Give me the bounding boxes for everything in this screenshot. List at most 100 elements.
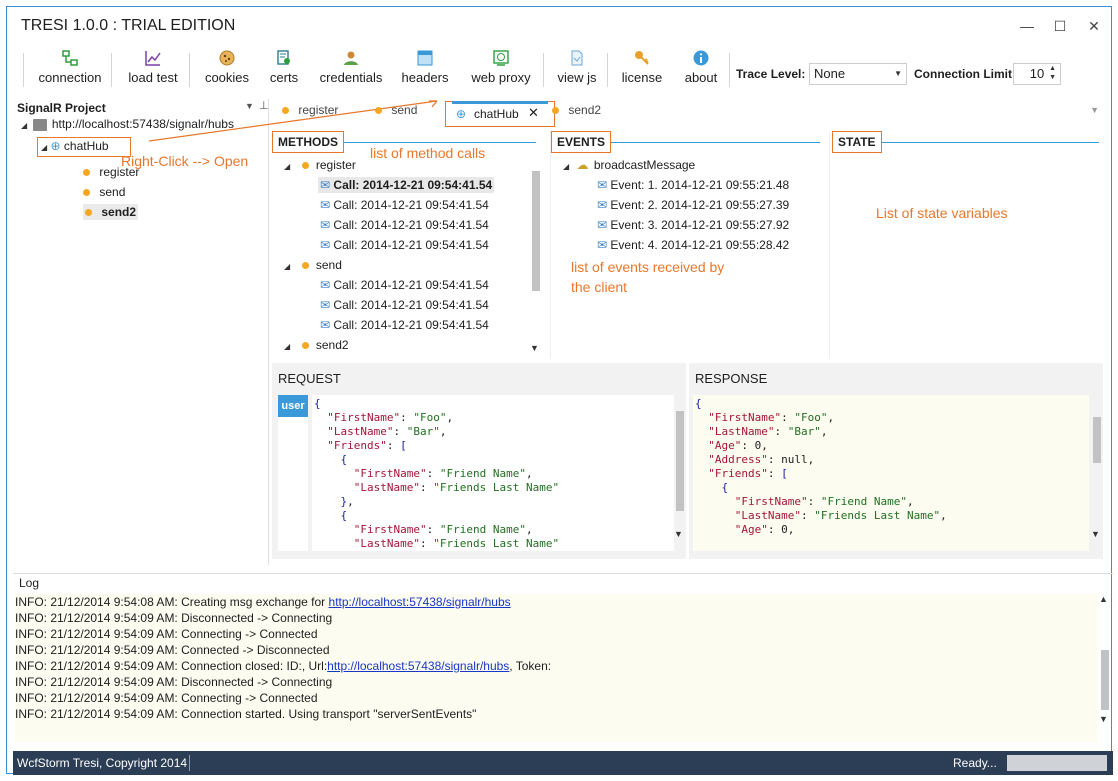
log-link[interactable]: http://localhost:57438/signalr/hubs [327, 659, 510, 673]
pane-menu-icon[interactable]: ▼ [245, 101, 254, 111]
event-group[interactable]: ◢ ☁ broadcastMessage [563, 158, 695, 172]
license-button[interactable]: license [617, 49, 667, 91]
method-call-label: Call: 2014-12-21 09:54:41.54 [333, 178, 493, 192]
expand-icon[interactable]: ◢ [284, 162, 291, 171]
tab-send[interactable]: send [375, 103, 417, 117]
certs-button[interactable]: certs [263, 49, 305, 91]
tab-send2[interactable]: send2 [552, 103, 601, 117]
expand-icon[interactable]: ◢ [563, 162, 570, 171]
method-call-label: Call: 2014-12-21 09:54:41.54 [333, 318, 489, 332]
hub-globe-icon: ⊕ [456, 107, 467, 121]
event-row[interactable]: ✉ Event: 4. 2014-12-21 09:55:28.42 [597, 238, 789, 252]
tree-item-server[interactable]: ◢ http://localhost:57438/signalr/hubs [21, 117, 234, 131]
method-call-row[interactable]: ✉ Call: 2014-12-21 09:54:41.54 [320, 218, 489, 232]
scroll-thumb[interactable] [676, 411, 684, 511]
method-call-row[interactable]: ✉ Call: 2014-12-21 09:54:41.54 [320, 238, 489, 252]
method-call-row[interactable]: ✉ Call: 2014-12-21 09:54:41.54 [320, 298, 489, 312]
scroll-thumb[interactable] [1101, 650, 1109, 710]
envelope-icon: ✉ [320, 318, 331, 332]
hub-label: chatHub [63, 139, 109, 153]
web-proxy-button[interactable]: web proxy [465, 49, 537, 91]
credentials-label: credentials [319, 70, 383, 85]
scroll-down-icon[interactable]: ▼ [1099, 714, 1108, 724]
tab-overflow-icon[interactable]: ▼ [1090, 105, 1099, 115]
maximize-button[interactable]: ☐ [1053, 18, 1067, 34]
about-label: about [684, 70, 718, 85]
tab-chathub[interactable]: ⊕ chatHub ✕ [445, 101, 555, 127]
trace-level-select[interactable]: None ▼ [809, 63, 907, 85]
methods-scrollbar[interactable]: ▼ [530, 161, 542, 357]
trace-level-label: Trace Level: [736, 67, 806, 81]
expand-icon[interactable]: ◢ [21, 121, 28, 130]
method-group-register[interactable]: ◢ register [284, 158, 356, 172]
request-editor[interactable]: { "FirstName": "Foo", "LastName": "Bar",… [312, 395, 674, 551]
tree-item-method[interactable]: send [83, 185, 125, 199]
minimize-button[interactable]: — [1020, 18, 1034, 34]
tree-item-method[interactable]: register [83, 165, 139, 179]
toolbar-separator [111, 53, 112, 87]
scroll-down-icon[interactable]: ▼ [1091, 529, 1100, 539]
connection-limit-stepper[interactable]: 10 ▲▼ [1013, 63, 1061, 85]
event-row[interactable]: ✉ Event: 2. 2014-12-21 09:55:27.39 [597, 198, 789, 212]
toolbar-separator [189, 53, 190, 87]
method-call-row[interactable]: ✉ Call: 2014-12-21 09:54:41.54 [320, 198, 489, 212]
methods-rule [282, 142, 536, 143]
expand-icon[interactable]: ◢ [41, 143, 48, 152]
scroll-thumb[interactable] [532, 171, 540, 291]
globe-icon [493, 50, 509, 66]
method-label: register [99, 165, 140, 179]
load-test-button[interactable]: load test [123, 49, 183, 91]
log-link[interactable]: http://localhost:57438/signalr/hubs [328, 595, 511, 609]
tab-close-icon[interactable]: ✕ [528, 105, 539, 120]
request-scrollbar[interactable]: ▼ [674, 403, 686, 543]
scroll-up-icon[interactable]: ▲ [1099, 594, 1108, 604]
event-row[interactable]: ✉ Event: 3. 2014-12-21 09:55:27.92 [597, 218, 789, 232]
method-call-label: Call: 2014-12-21 09:54:41.54 [333, 278, 489, 292]
response-json[interactable]: { "FirstName": "Foo", "LastName": "Bar",… [695, 397, 947, 536]
envelope-icon: ✉ [320, 218, 331, 232]
method-label: send2 [101, 205, 137, 219]
log-output[interactable]: INFO: 21/12/2014 9:54:08 AM: Creating ms… [15, 594, 1097, 742]
log-line: INFO: 21/12/2014 9:54:08 AM: Creating ms… [15, 595, 511, 609]
method-call-row[interactable]: ✉ Call: 2014-12-21 09:54:41.54 [318, 177, 495, 193]
expand-icon[interactable]: ◢ [284, 342, 291, 351]
response-scrollbar[interactable]: ▼ [1091, 403, 1103, 543]
credentials-button[interactable]: credentials [313, 49, 389, 91]
close-button[interactable]: ✕ [1088, 18, 1100, 34]
user-icon [344, 51, 358, 65]
methods-header: METHODS [272, 131, 344, 153]
event-row[interactable]: ✉ Event: 1. 2014-12-21 09:55:21.48 [597, 178, 789, 192]
tab-register[interactable]: register [282, 103, 338, 117]
server-url: http://localhost:57438/signalr/hubs [51, 117, 234, 131]
method-group-send[interactable]: ◢ send [284, 258, 342, 272]
scroll-down-icon[interactable]: ▼ [674, 529, 683, 539]
scroll-down-icon[interactable]: ▼ [530, 343, 539, 353]
stepper-arrows-icon[interactable]: ▲▼ [1049, 65, 1056, 81]
view-js-button[interactable]: view js [553, 49, 601, 91]
method-group-send2[interactable]: ◢ send2 [284, 338, 349, 352]
headers-button[interactable]: headers [397, 49, 453, 91]
method-group-label: send2 [315, 338, 349, 352]
tree-item-method-selected[interactable]: send2 [83, 204, 139, 220]
methods-panel: METHODS list of method calls ◢ register … [272, 131, 546, 359]
title-bar: TRESI 1.0.0 : TRIAL EDITION — ☐ ✕ [7, 7, 1111, 45]
response-editor[interactable]: { "FirstName": "Foo", "LastName": "Bar",… [693, 395, 1089, 551]
scroll-thumb[interactable] [1093, 417, 1101, 463]
toolbar: connection load test cookies certs crede… [7, 45, 1111, 93]
request-json[interactable]: { "FirstName": "Foo", "LastName": "Bar",… [314, 397, 560, 550]
method-call-label: Call: 2014-12-21 09:54:41.54 [333, 238, 489, 252]
log-scrollbar[interactable]: ▲ ▼ [1099, 594, 1111, 724]
expand-icon[interactable]: ◢ [284, 262, 291, 271]
tree-item-hub[interactable]: ◢ ⊕ chatHub [37, 137, 131, 157]
method-call-row[interactable]: ✉ Call: 2014-12-21 09:54:41.54 [320, 318, 489, 332]
envelope-icon: ✉ [320, 278, 331, 292]
log-line: INFO: 21/12/2014 9:54:09 AM: Connecting … [15, 691, 318, 705]
event-group-icon: ☁ [576, 158, 589, 172]
cookies-button[interactable]: cookies [199, 49, 255, 91]
method-call-row[interactable]: ✉ Call: 2014-12-21 09:54:41.54 [320, 278, 489, 292]
about-button[interactable]: about [677, 49, 725, 91]
pin-icon[interactable]: ⊥ [259, 100, 269, 112]
connection-limit-label: Connection Limit [914, 67, 1012, 81]
connection-button[interactable]: connection [35, 49, 105, 91]
request-param-tag[interactable]: user [278, 395, 308, 417]
